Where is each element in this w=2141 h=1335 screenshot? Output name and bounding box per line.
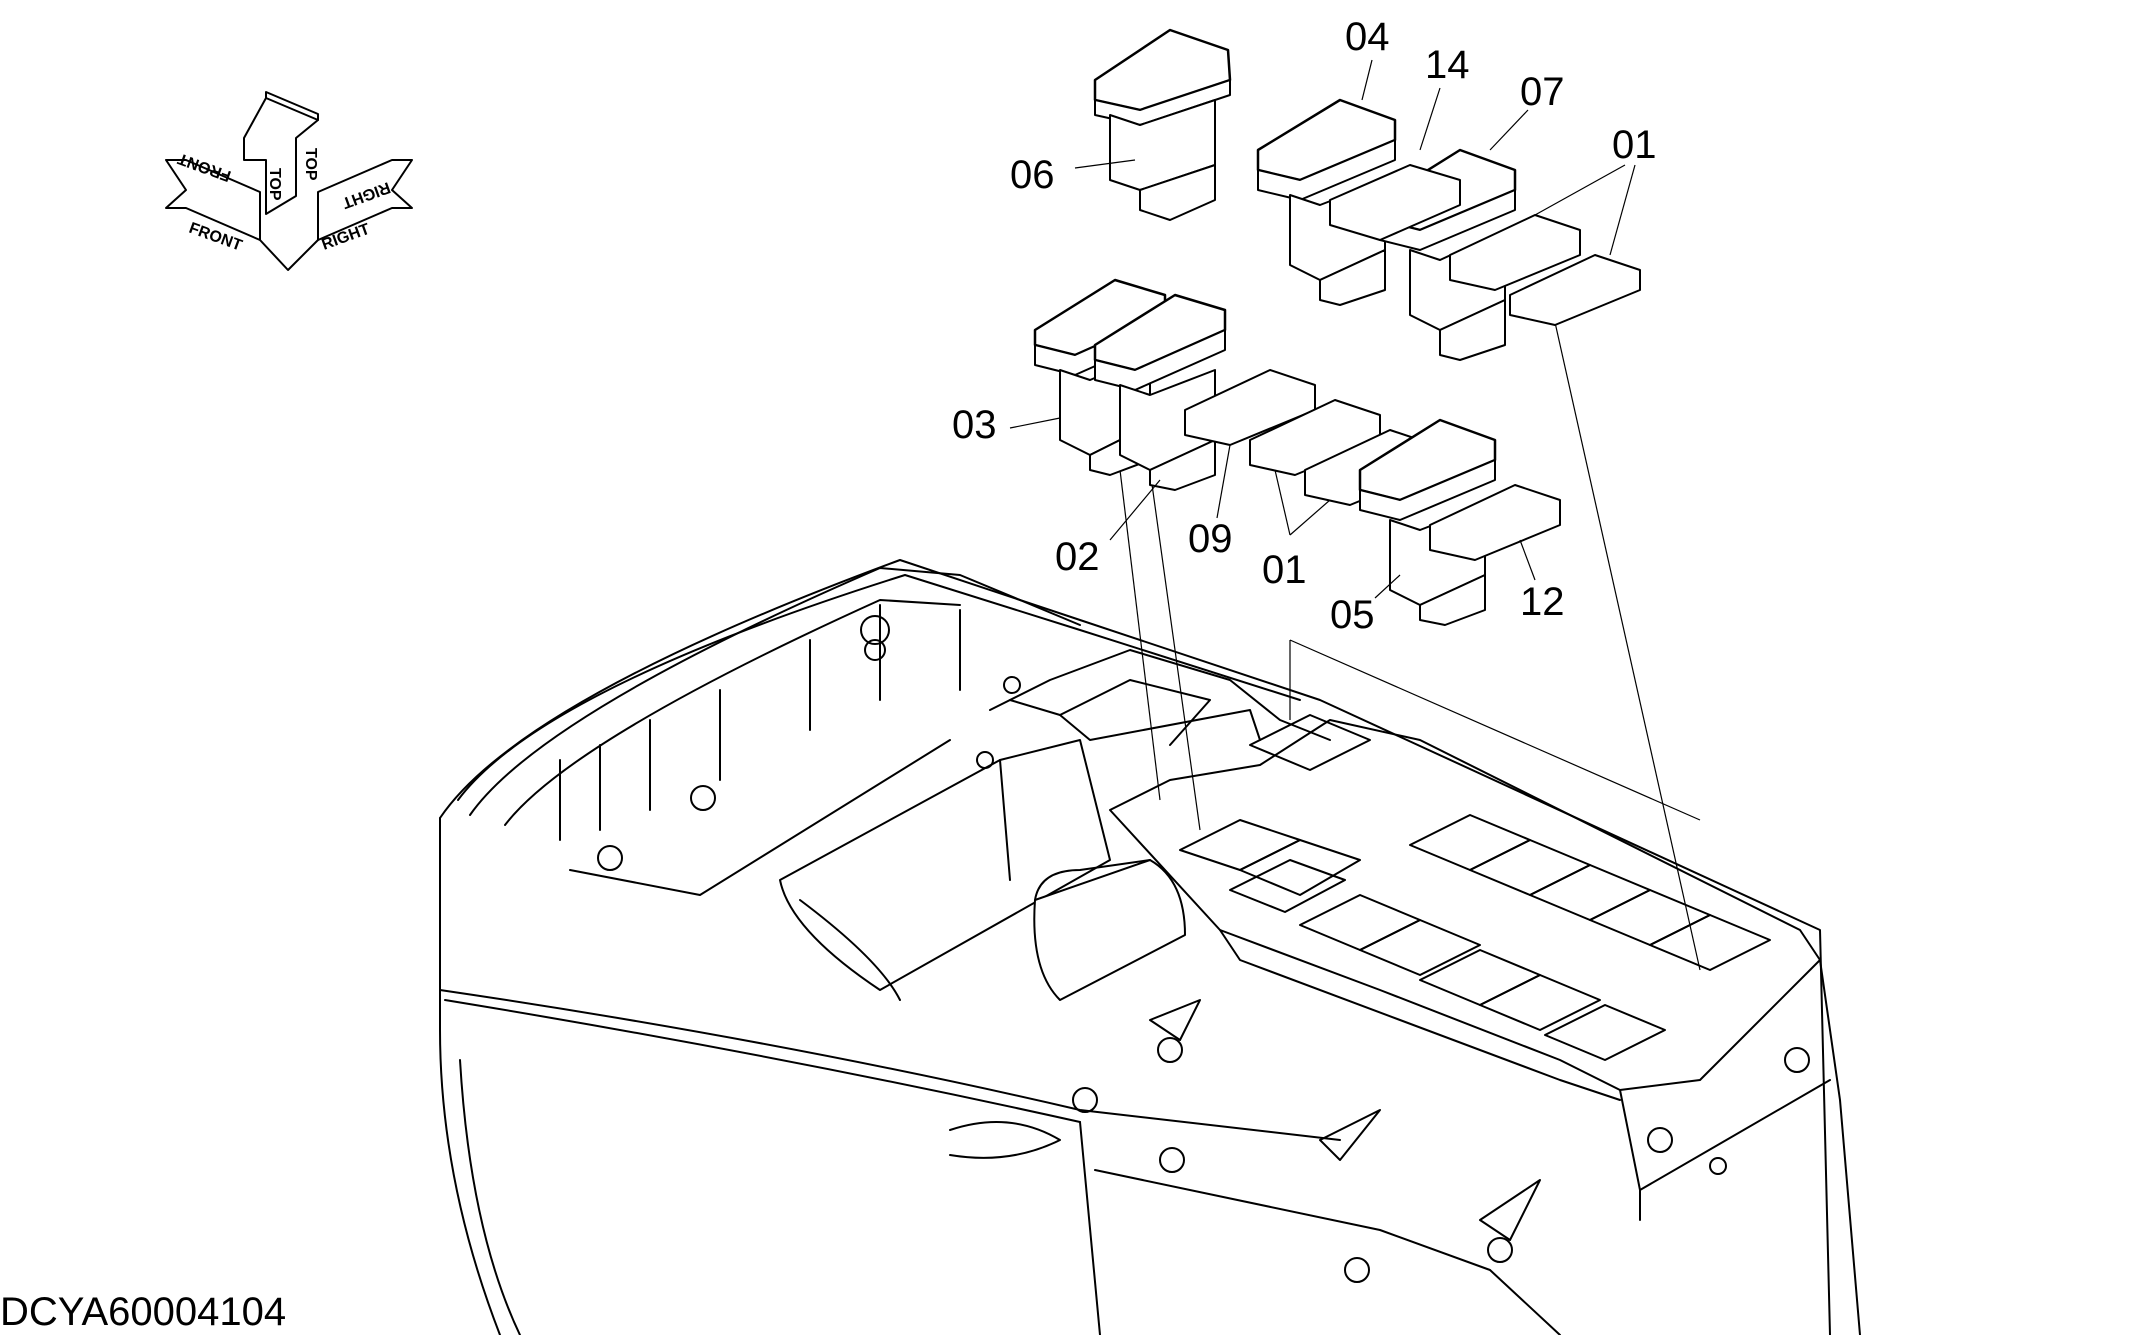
part-number-labels: 06 04 14 07 01 03 02 09 01 05 12 <box>952 15 1657 637</box>
switch-02 <box>1093 293 1227 491</box>
label-06: 06 <box>1010 153 1055 197</box>
leader-lines <box>1009 59 1636 599</box>
label-14: 14 <box>1425 43 1470 87</box>
label-09: 09 <box>1188 517 1233 561</box>
label-05: 05 <box>1330 593 1375 637</box>
switch-01-blank-right <box>1449 214 1641 326</box>
projection-lines <box>1119 299 1701 971</box>
label-12: 12 <box>1520 580 1565 624</box>
label-04: 04 <box>1345 15 1390 59</box>
orientation-indicator: FRONT FRONT TOP TOP RIGHT RIGHT <box>165 91 413 271</box>
label-01-lower: 01 <box>1262 548 1307 592</box>
screw-bosses <box>597 615 1810 1283</box>
label-02: 02 <box>1055 535 1100 579</box>
console-body <box>439 559 1861 1335</box>
switch-14-blank <box>1329 164 1461 241</box>
label-03: 03 <box>952 403 997 447</box>
label-01-right: 01 <box>1612 123 1657 167</box>
orientation-top-label-mirror: TOP <box>302 148 319 181</box>
drawing-id: DCYA60004104 <box>0 1290 286 1334</box>
label-07: 07 <box>1520 70 1565 114</box>
orientation-top-label: TOP <box>266 168 283 201</box>
switch-12-blank <box>1429 484 1561 561</box>
switch-06 <box>1093 28 1232 221</box>
